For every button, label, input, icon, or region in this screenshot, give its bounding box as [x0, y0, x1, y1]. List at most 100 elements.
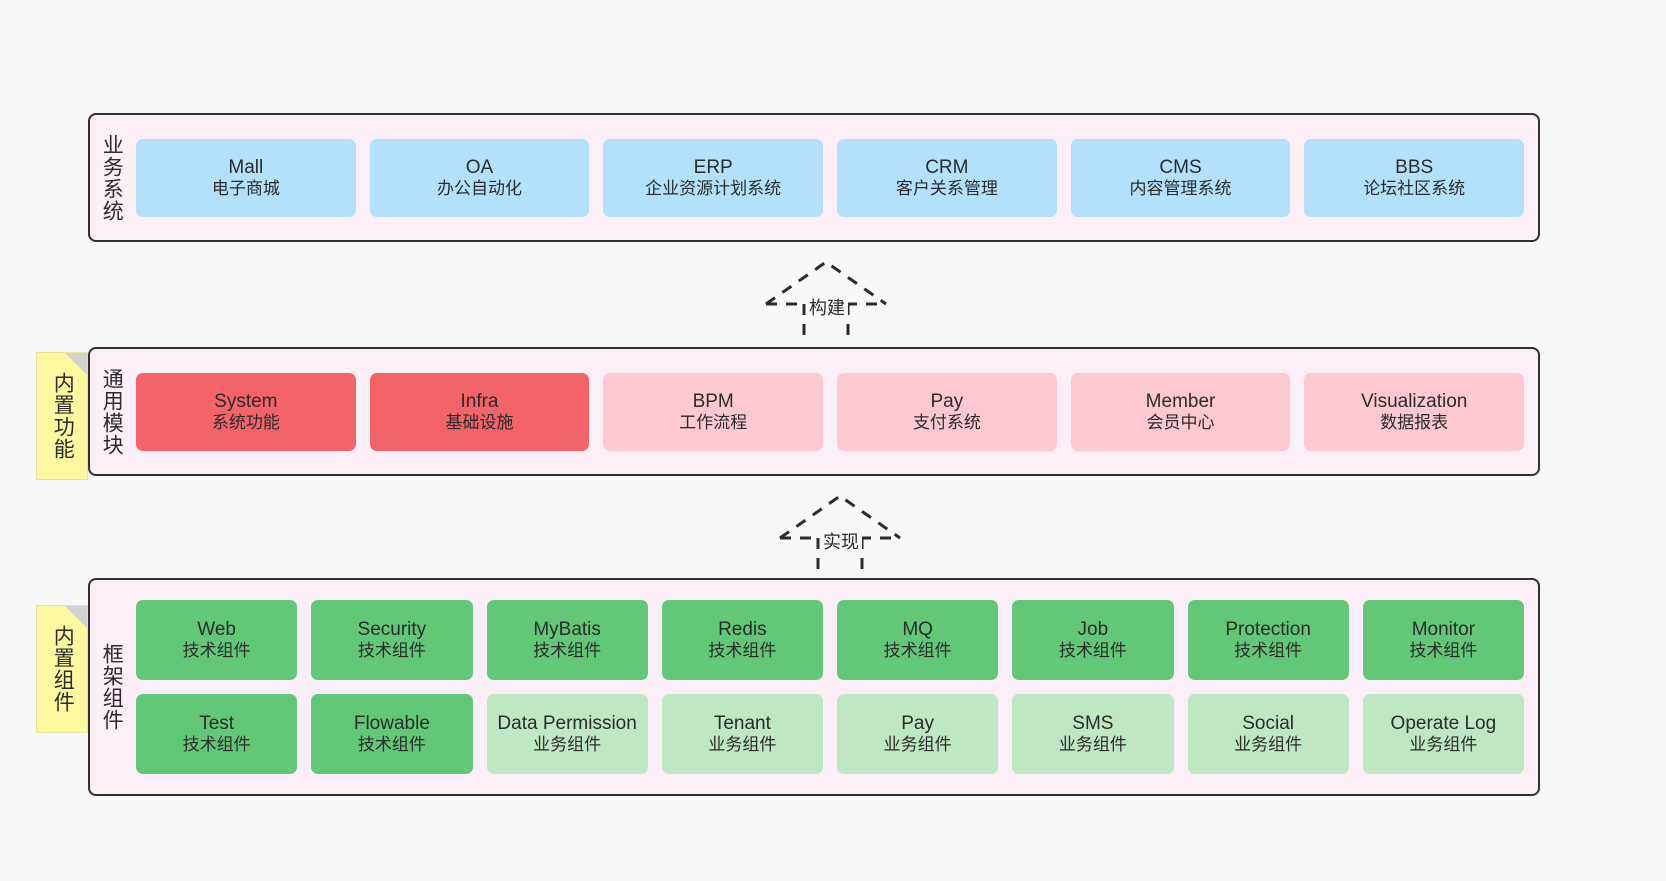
card-title: OA [465, 156, 494, 178]
card-title: Pay [901, 713, 934, 735]
layer-title-common: 通用模块 [100, 367, 124, 456]
card-subtitle: 电子商城 [211, 178, 280, 198]
card-title: MQ [902, 619, 933, 641]
card-title: Web [197, 619, 236, 641]
card-subtitle: 技术组件 [182, 641, 251, 661]
sticky-tab-label: 内置功能 [51, 372, 75, 460]
card-title: Operate Log [1390, 713, 1497, 735]
card-title: Tenant [713, 713, 771, 735]
card-subtitle: 技术组件 [357, 735, 426, 755]
card-subtitle: 业务组件 [1409, 735, 1478, 755]
connector-label-build: 构建 [806, 294, 848, 320]
connector-implement: 实现 [772, 492, 912, 574]
card-subtitle: 支付系统 [912, 412, 981, 432]
card-title: Job [1077, 619, 1109, 641]
card-title: CRM [925, 156, 969, 178]
card-subtitle: 技术组件 [182, 735, 251, 755]
card-subtitle: 论坛社区系统 [1363, 178, 1466, 198]
card-subtitle: 企业资源计划系统 [645, 178, 782, 198]
card-subtitle: 内容管理系统 [1129, 178, 1232, 198]
card-subtitle: 业务组件 [533, 735, 602, 755]
card-subtitle: 办公自动化 [437, 178, 522, 198]
page-fold-icon [65, 353, 87, 375]
card-title: Monitor [1411, 619, 1476, 641]
card-title: Data Permission [497, 713, 637, 735]
card-title: CMS [1159, 156, 1202, 178]
card-title: Visualization [1361, 390, 1468, 412]
card-title: System [214, 390, 278, 412]
card-title: Infra [460, 390, 499, 412]
card-subtitle: 客户关系管理 [895, 178, 998, 198]
card-subtitle: 业务组件 [1234, 735, 1303, 755]
layer-title-business: 业务系统 [100, 133, 124, 222]
card-title: Redis [718, 619, 767, 641]
card-subtitle: 基础设施 [445, 412, 514, 432]
connector-label-implement: 实现 [820, 528, 862, 554]
card-subtitle: 技术组件 [533, 641, 602, 661]
card-title: Mall [228, 156, 264, 178]
card-title: MyBatis [533, 619, 601, 641]
card-subtitle: 技术组件 [1234, 641, 1303, 661]
card-subtitle: 技术组件 [883, 641, 952, 661]
card-subtitle: 业务组件 [708, 735, 777, 755]
card-title: Social [1242, 713, 1294, 735]
card-subtitle: 数据报表 [1380, 412, 1449, 432]
card-title: BBS [1395, 156, 1434, 178]
card-title: Pay [930, 390, 964, 412]
card-title: BPM [692, 390, 734, 412]
connector-build: 构建 [758, 258, 898, 344]
card-title: SMS [1072, 713, 1114, 735]
card-subtitle: 技术组件 [1058, 641, 1127, 661]
sticky-tab-builtin-features: 内置功能 [36, 352, 88, 480]
card-subtitle: 技术组件 [357, 641, 426, 661]
layer-title-framework: 框架组件 [100, 643, 124, 731]
card-title: ERP [693, 156, 733, 178]
card-title: Flowable [353, 713, 430, 735]
card-title: Security [357, 619, 427, 641]
card-subtitle: 工作流程 [679, 412, 748, 432]
card-title: Test [199, 713, 235, 735]
page-fold-icon [65, 606, 87, 628]
implement-arrowhead [779, 494, 901, 540]
sticky-tab-label: 内置组件 [51, 625, 75, 713]
